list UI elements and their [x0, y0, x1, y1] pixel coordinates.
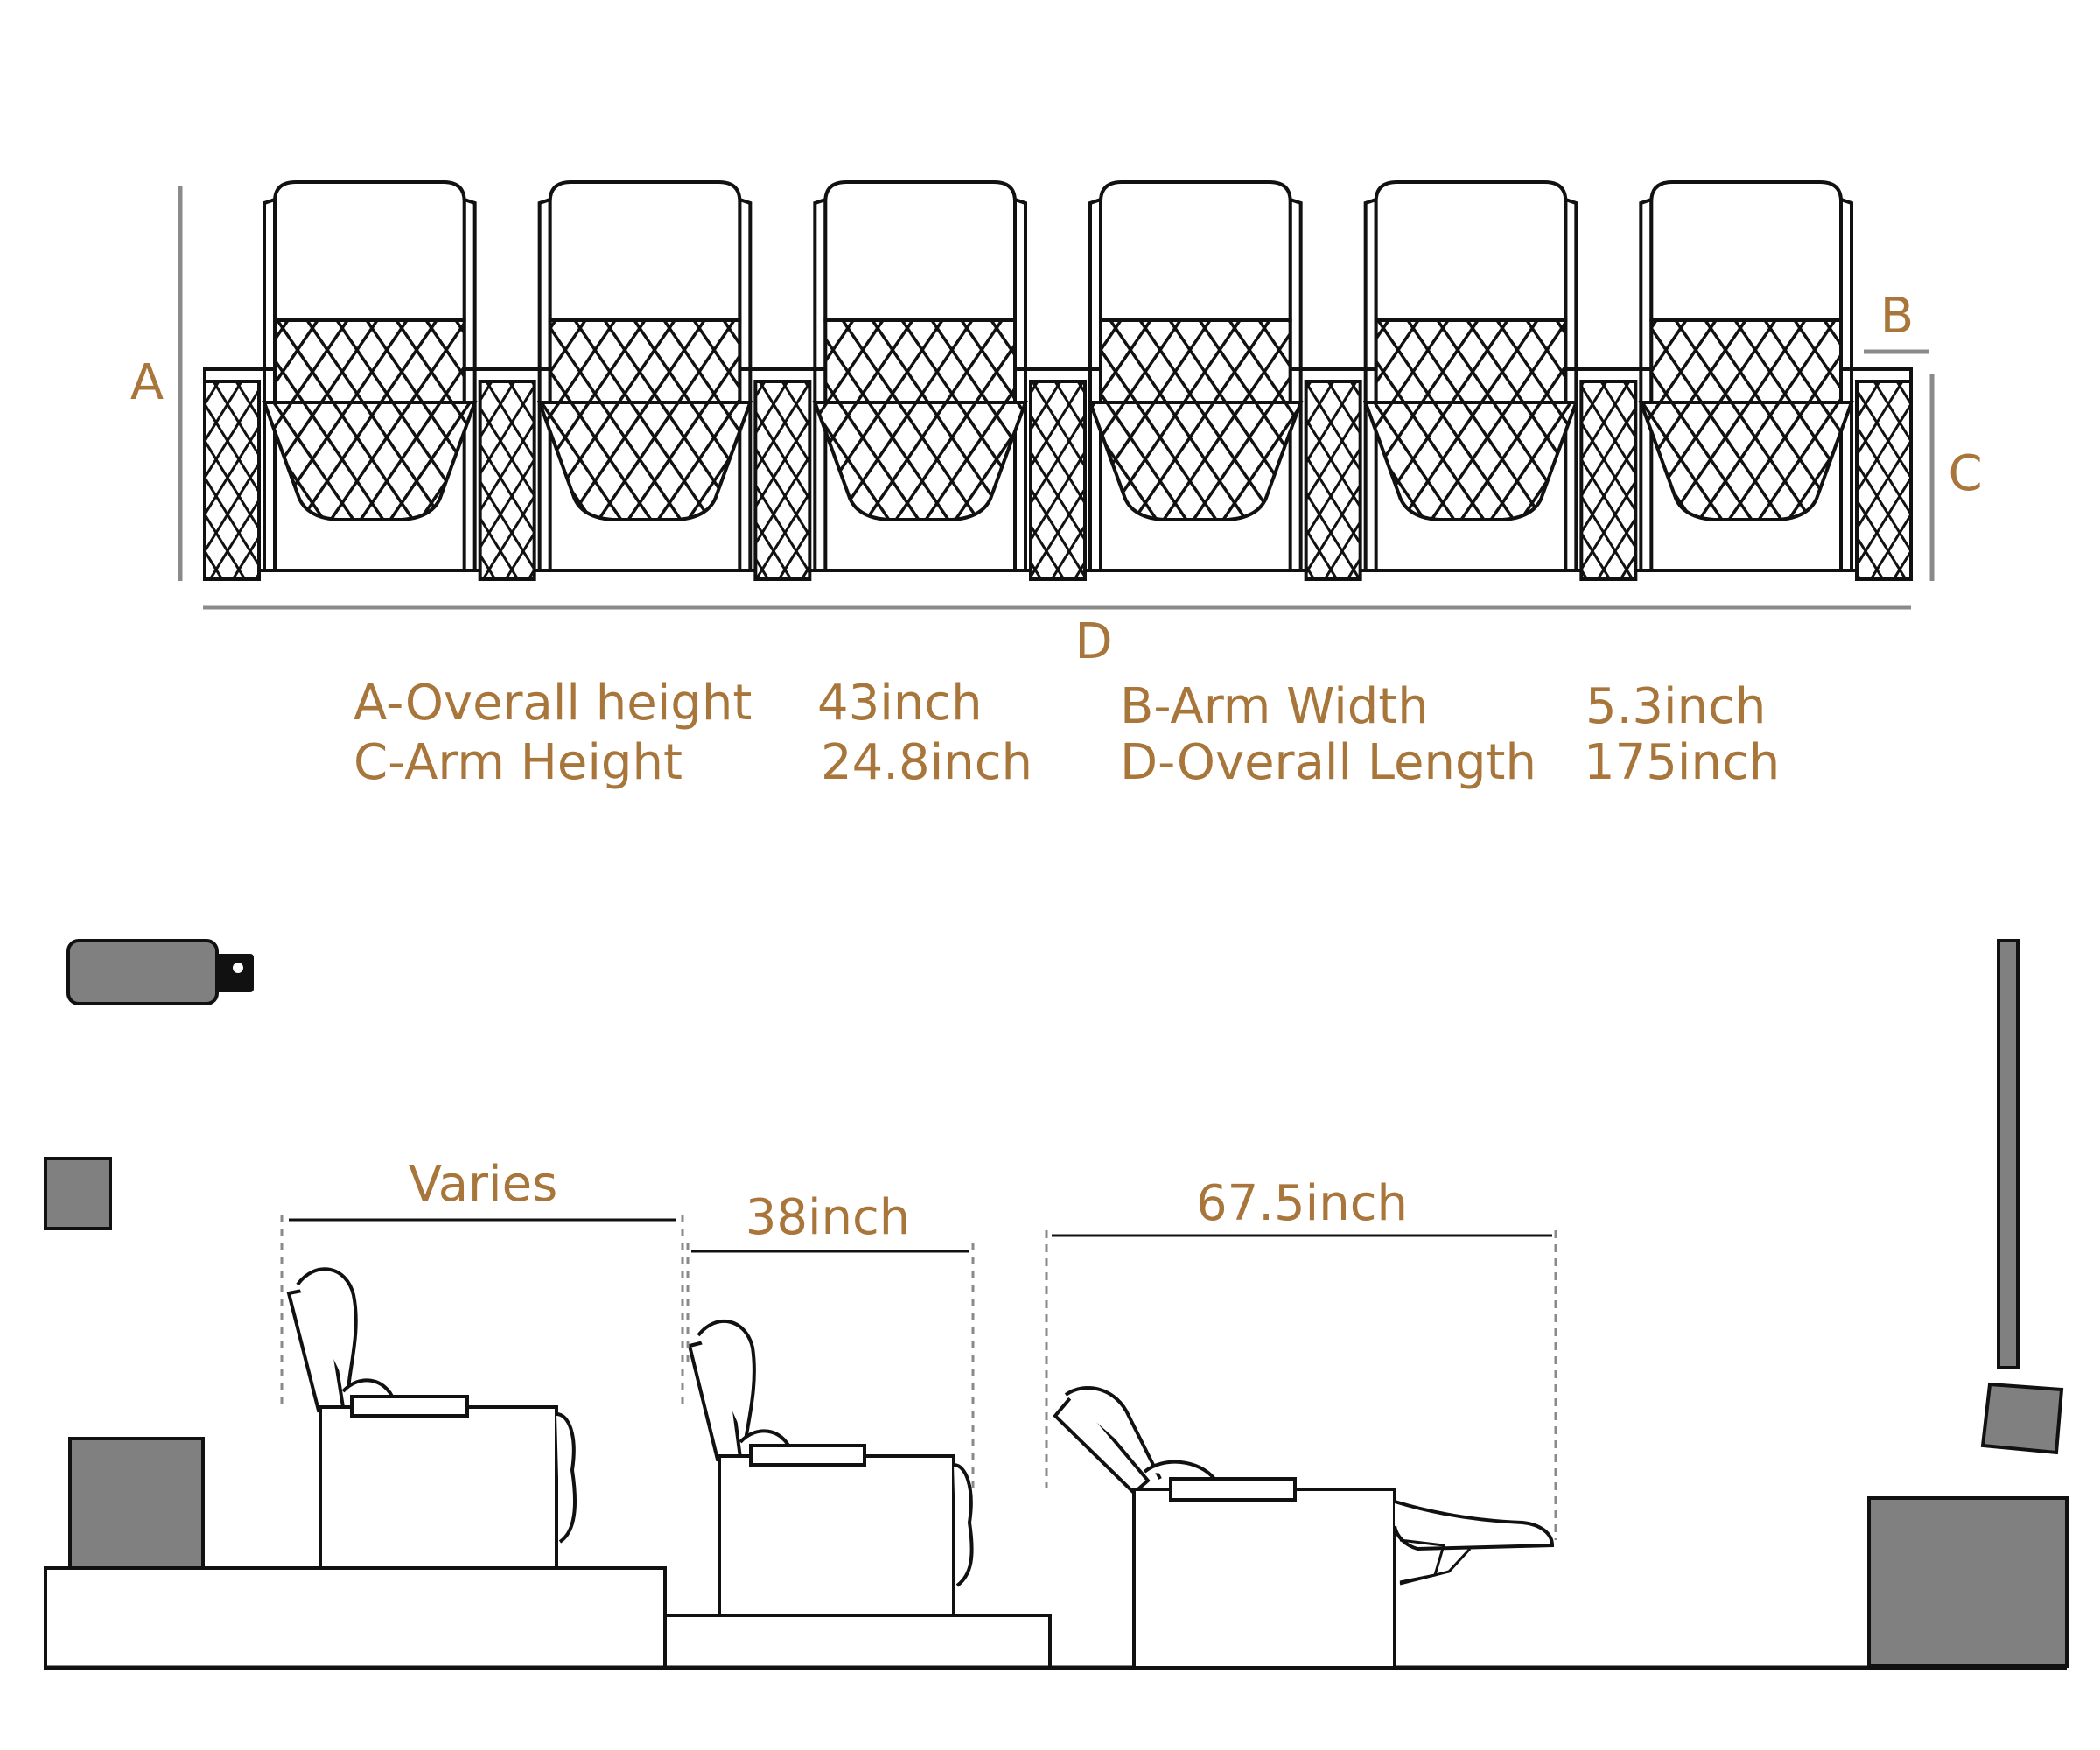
spec-a-label: A-Overall height [354, 675, 752, 732]
dimension-c-label: C [1948, 445, 1982, 502]
recliner-row2 [687, 1320, 974, 1617]
backrest-quilted [1649, 318, 1844, 406]
armrest [478, 380, 536, 581]
armrest [1855, 380, 1913, 581]
seat-cushion [536, 401, 753, 522]
rear-speaker-icon [44, 1157, 112, 1230]
backrest-top [273, 180, 466, 322]
spec-d-label: D-Overall Length [1120, 734, 1536, 791]
specifications: A-Overall height 43inch B-Arm Width 5.3i… [354, 675, 1780, 791]
armrest [203, 380, 261, 581]
spec-b-label: B-Arm Width [1120, 678, 1429, 735]
front-view: A B C D [130, 180, 1983, 670]
backrest-quilted [273, 318, 466, 406]
dimension-a-label: A [130, 354, 164, 411]
backrest-top [1099, 180, 1292, 322]
recliner-row3-reclined [1053, 1386, 1555, 1670]
spec-c-label: C-Arm Height [354, 734, 682, 791]
row3-spacing-label: 67.5inch [1196, 1175, 1408, 1232]
row1-spacing-label: Varies [409, 1156, 558, 1213]
seat-cushion [1638, 401, 1854, 522]
armrest [1304, 380, 1362, 581]
side-view: Varies 38inch 67.5inch [44, 939, 2068, 1670]
backrest-top [1374, 180, 1568, 322]
front-speaker-icon [1980, 1382, 2064, 1455]
projector-icon [66, 939, 254, 1005]
backrest-top [548, 180, 742, 322]
armrest [753, 380, 812, 581]
row2-spacing-label: 38inch [746, 1189, 911, 1246]
backrest-quilted [1374, 318, 1568, 406]
seat-cushion [812, 401, 1028, 522]
backrest-quilted [823, 318, 1017, 406]
front-subwoofer-icon [1867, 1496, 2068, 1668]
projection-screen-icon [1997, 939, 2020, 1369]
backrest-top [1649, 180, 1843, 322]
armrest [1579, 380, 1638, 581]
rear-subwoofer-icon [68, 1437, 205, 1570]
spec-c-value: 24.8inch [821, 734, 1032, 791]
armrest [1029, 380, 1087, 581]
backrest-quilted [548, 318, 742, 406]
seat-cushion [1362, 401, 1579, 522]
seat-cushion [1088, 401, 1304, 522]
riser-high [44, 1566, 667, 1670]
spec-a-value: 43inch [817, 675, 983, 732]
recliner-row1 [286, 1267, 578, 1570]
spec-b-value: 5.3inch [1586, 678, 1766, 735]
spec-d-value: 175inch [1584, 734, 1780, 791]
backrest-top [823, 180, 1017, 322]
dimension-b-label: B [1880, 288, 1914, 345]
seat-cushion [262, 401, 478, 522]
dimension-d-label: D [1074, 613, 1112, 670]
riser-low [663, 1614, 1052, 1670]
backrest-quilted [1099, 318, 1292, 406]
